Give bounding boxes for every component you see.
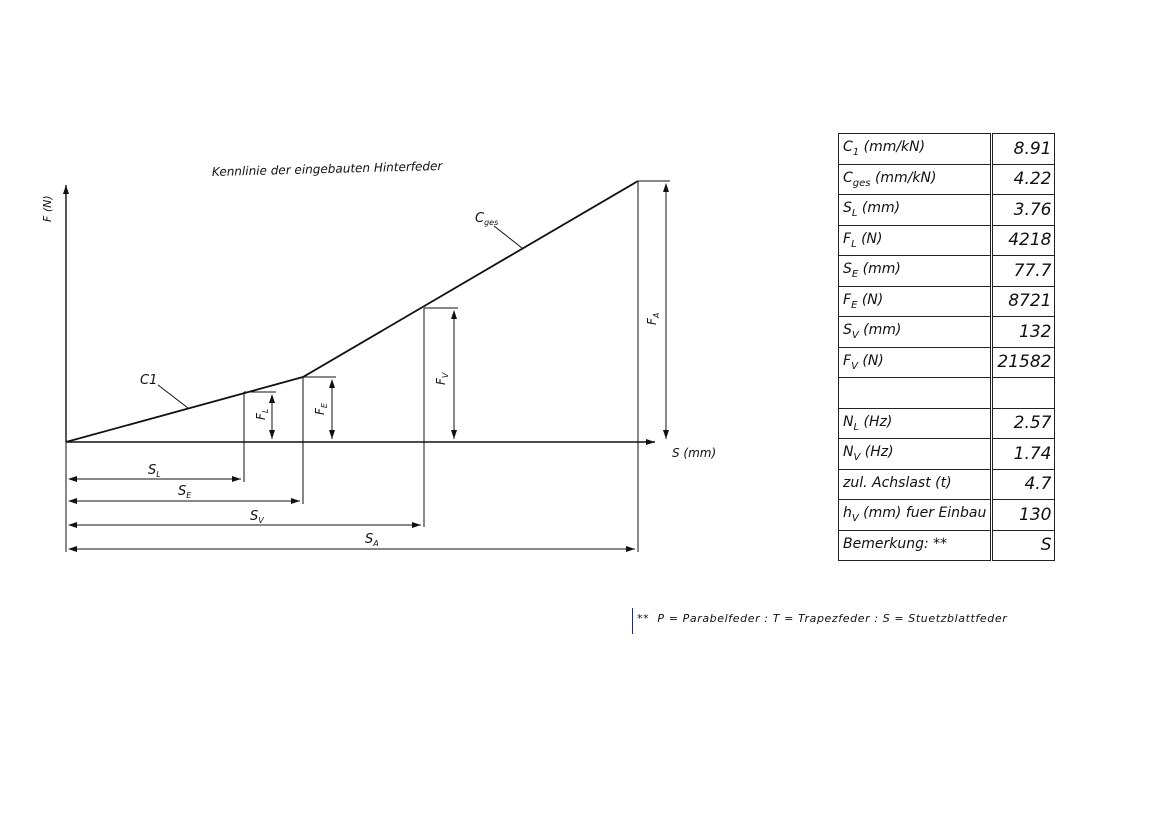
table-row: zul. Achslast (t) 4.7 bbox=[837, 468, 1056, 500]
param-subscript: V bbox=[853, 452, 861, 464]
param-symbol: zul. Achslast (t) bbox=[843, 474, 952, 491]
param-subscript: L bbox=[853, 421, 860, 433]
param-label: SV (mm) bbox=[837, 316, 994, 348]
param-unit: (Hz) bbox=[860, 444, 894, 461]
sa-label: SA bbox=[365, 532, 379, 548]
table-row: SL (mm)3.76 bbox=[837, 194, 1056, 226]
table-row: Cges (mm/kN)4.22 bbox=[837, 163, 1056, 195]
param-subscript: E bbox=[851, 269, 859, 281]
spring-characteristic-curve bbox=[65, 180, 639, 443]
param-symbol: F bbox=[843, 230, 852, 247]
diagram-title: Kennlinie der eingebauten Hinterfeder bbox=[212, 159, 444, 179]
param-symbol: h bbox=[843, 505, 852, 522]
param-label: NL (Hz) bbox=[837, 407, 994, 439]
param-value: 21582 bbox=[991, 346, 1056, 378]
cursor-mark bbox=[632, 608, 633, 634]
param-label: zul. Achslast (t) bbox=[837, 468, 994, 500]
table-row: SV (mm)132 bbox=[837, 316, 1056, 348]
fv-label: FV bbox=[434, 372, 450, 385]
param-label: Cges (mm/kN) bbox=[837, 163, 994, 195]
param-value: 77.7 bbox=[991, 255, 1056, 287]
param-symbol: S bbox=[843, 261, 852, 278]
param-unit: (mm) bbox=[858, 322, 902, 339]
footnote-text: P = Parabelfeder : T = Trapezfeder : S =… bbox=[657, 612, 1008, 625]
param-label: NV (Hz) bbox=[837, 438, 994, 470]
param-value: 1.74 bbox=[991, 438, 1056, 470]
param-unit: (N) bbox=[857, 352, 884, 369]
c1-label: C1 bbox=[140, 373, 157, 388]
spring-type-footnote: ** P = Parabelfeder : T = Trapezfeder : … bbox=[632, 606, 1008, 634]
fa-label: FA bbox=[645, 313, 661, 325]
table-row: FL (N)4218 bbox=[837, 224, 1056, 256]
c1-leader bbox=[157, 384, 189, 409]
param-label: FV (N) bbox=[837, 346, 994, 378]
param-label bbox=[837, 377, 994, 409]
param-value: 130 bbox=[991, 499, 1056, 531]
table-row bbox=[837, 377, 1056, 409]
param-value: 4218 bbox=[991, 224, 1056, 256]
param-value: 4.22 bbox=[991, 163, 1056, 195]
table-row: NV (Hz)1.74 bbox=[837, 438, 1056, 470]
param-value: 3.76 bbox=[991, 194, 1056, 226]
param-unit: (mm) fuer Einbau bbox=[858, 505, 987, 522]
se-label: SE bbox=[178, 484, 192, 500]
param-subscript: L bbox=[851, 238, 857, 250]
param-subscript: V bbox=[851, 513, 859, 525]
y-axis-label: F (N) bbox=[41, 195, 54, 222]
param-label: FE (N) bbox=[837, 285, 994, 317]
table-row: C1 (mm/kN)8.91 bbox=[837, 133, 1056, 165]
param-unit: (mm/kN) bbox=[870, 169, 937, 186]
param-value: 8721 bbox=[991, 285, 1056, 317]
param-symbol: N bbox=[843, 413, 854, 430]
param-label: Bemerkung: ** bbox=[837, 529, 994, 561]
cges-leader bbox=[493, 225, 523, 249]
param-value: 132 bbox=[991, 316, 1056, 348]
param-label: SE (mm) bbox=[837, 255, 994, 287]
param-label: hV (mm) fuer Einbau bbox=[837, 499, 994, 531]
sl-label: SL bbox=[148, 463, 161, 479]
table-row: FE (N)8721 bbox=[837, 285, 1056, 317]
param-symbol: F bbox=[843, 352, 852, 369]
param-symbol: F bbox=[843, 291, 852, 308]
param-unit: (mm/kN) bbox=[859, 139, 926, 156]
param-label: FL (N) bbox=[837, 224, 994, 256]
table-row: Bemerkung: ** S bbox=[837, 529, 1056, 561]
param-unit: (mm) bbox=[857, 200, 901, 217]
cges-label: Cges bbox=[475, 211, 498, 227]
sv-label: SV bbox=[250, 509, 264, 525]
param-subscript: V bbox=[851, 360, 858, 372]
param-value: 8.91 bbox=[991, 133, 1056, 165]
footnote-stars: ** bbox=[637, 612, 650, 625]
param-symbol: N bbox=[843, 444, 854, 461]
param-unit: (mm) bbox=[858, 261, 901, 278]
table-row: NL (Hz)2.57 bbox=[837, 407, 1056, 439]
param-value: 4.7 bbox=[991, 468, 1056, 500]
x-axis-label: S (mm) bbox=[672, 446, 716, 460]
param-subscript: L bbox=[851, 208, 858, 220]
param-symbol: S bbox=[843, 322, 852, 339]
param-symbol: C bbox=[843, 169, 853, 186]
param-subscript: ges bbox=[852, 177, 871, 189]
param-subscript: V bbox=[851, 330, 859, 342]
param-value: S bbox=[991, 529, 1056, 561]
param-value: 2.57 bbox=[991, 407, 1056, 439]
param-unit: (N) bbox=[857, 291, 884, 308]
param-subscript: E bbox=[851, 299, 858, 311]
param-unit: (Hz) bbox=[859, 413, 893, 430]
fe-label: FE bbox=[313, 402, 329, 415]
param-symbol: C bbox=[843, 139, 853, 156]
table-row: SE (mm)77.7 bbox=[837, 255, 1056, 287]
param-label: C1 (mm/kN) bbox=[837, 133, 994, 165]
param-value bbox=[991, 377, 1056, 409]
param-symbol: S bbox=[843, 200, 852, 217]
param-label: SL (mm) bbox=[837, 194, 994, 226]
param-unit: (N) bbox=[856, 230, 883, 247]
param-symbol: Bemerkung: ** bbox=[843, 535, 948, 552]
fl-label: FL bbox=[254, 409, 270, 420]
param-subscript: 1 bbox=[852, 147, 860, 159]
table-row: FV (N)21582 bbox=[837, 346, 1056, 378]
